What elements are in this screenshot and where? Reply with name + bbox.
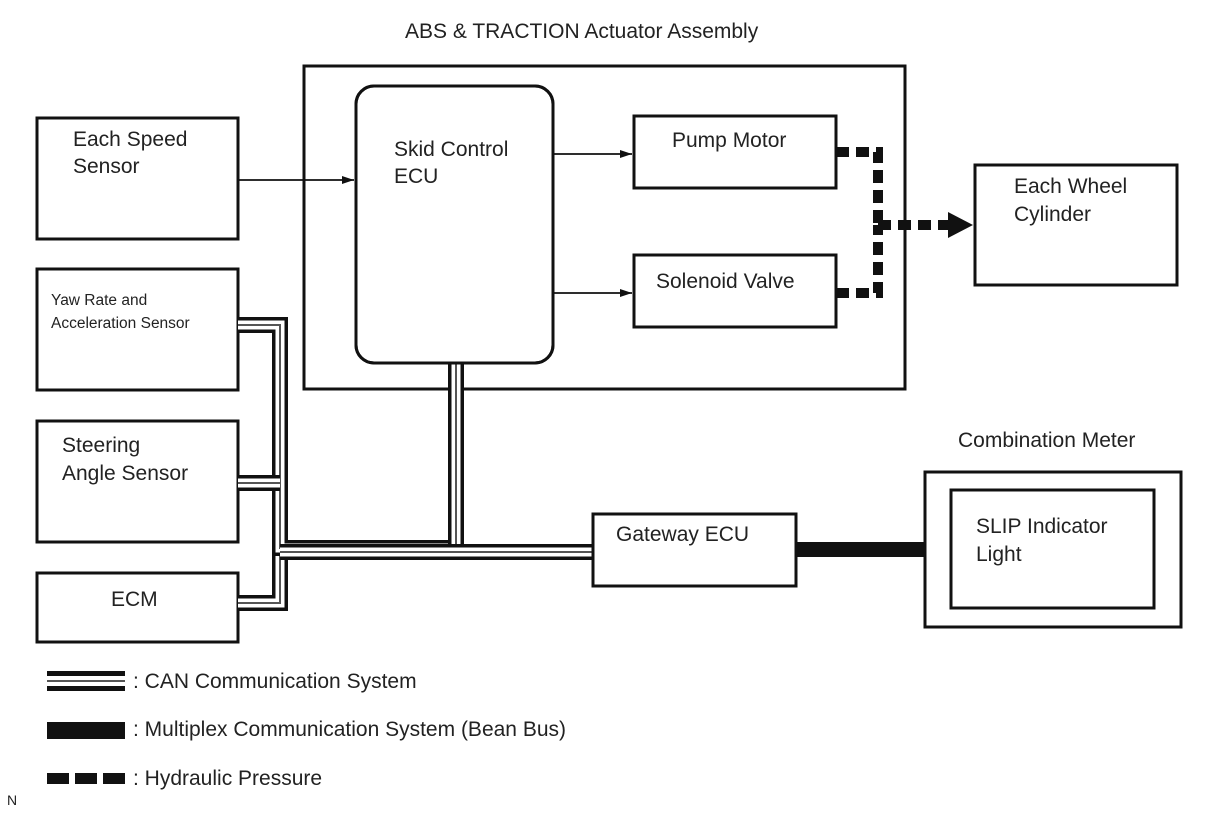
yaw-sensor-label-1: Yaw Rate and (51, 292, 148, 309)
slip-indicator-label-2: Light (976, 543, 1022, 566)
can-bus-lines (238, 317, 593, 611)
legend-bean-symbol (47, 722, 125, 739)
legend-hydraulic-symbol (47, 773, 125, 784)
ecm-label: ECM (111, 588, 158, 611)
skid-control-ecu-block-outline (354, 84, 555, 365)
can-ecm-inner-2 (238, 556, 281, 604)
steering-sensor-label-1: Steering (62, 434, 141, 457)
slip-indicator-label-1: SLIP Indicator (976, 515, 1108, 538)
skid-control-ecu-block[interactable] (354, 84, 555, 365)
legend-can-symbol (47, 671, 125, 691)
steering-sensor-label-2: Angle Sensor (62, 462, 189, 485)
corner-mark: N (7, 792, 18, 808)
yaw-sensor-block[interactable] (35, 267, 240, 392)
wheel-cylinder-block[interactable] (973, 163, 1179, 287)
legend-hydraulic-label: : Hydraulic Pressure (133, 767, 323, 790)
wheel-cylinder-label-2: Cylinder (1014, 203, 1092, 226)
speed-sensor-label-1: Each Speed (73, 128, 188, 151)
yaw-sensor-label-2: Acceleration Sensor (51, 315, 190, 332)
can-ecm (238, 556, 288, 611)
assembly-title: ABS & TRACTION Actuator Assembly (405, 20, 759, 43)
speed-sensor-block[interactable] (35, 116, 240, 241)
ecm-block[interactable] (35, 571, 240, 644)
hydraulic-arrowhead (948, 212, 973, 238)
gateway-ecu-label: Gateway ECU (616, 523, 750, 546)
slip-indicator-block[interactable] (949, 488, 1156, 610)
hydraulic-solenoid-path (836, 225, 883, 298)
legend-bean-label: : Multiplex Communication System (Bean B… (133, 718, 566, 741)
combination-meter-label: Combination Meter (958, 429, 1136, 452)
wheel-cylinder-label-1: Each Wheel (1014, 175, 1128, 198)
pump-motor-label: Pump Motor (672, 129, 787, 152)
hydraulic-pump-path (836, 147, 883, 225)
gateway-ecu-block-outline (591, 512, 798, 588)
skid-ecu-label-2: ECU (394, 165, 439, 188)
skid-ecu-label-1: Skid Control (394, 138, 509, 161)
solenoid-valve-label: Solenoid Valve (656, 270, 795, 293)
bean-bus-line (796, 542, 925, 557)
speed-sensor-label-2: Sensor (73, 155, 140, 178)
hydraulic-lines (836, 147, 950, 298)
pump-motor-block[interactable] (632, 114, 838, 190)
legend-can-label: : CAN Communication System (133, 670, 417, 693)
solenoid-valve-block[interactable] (632, 253, 838, 329)
